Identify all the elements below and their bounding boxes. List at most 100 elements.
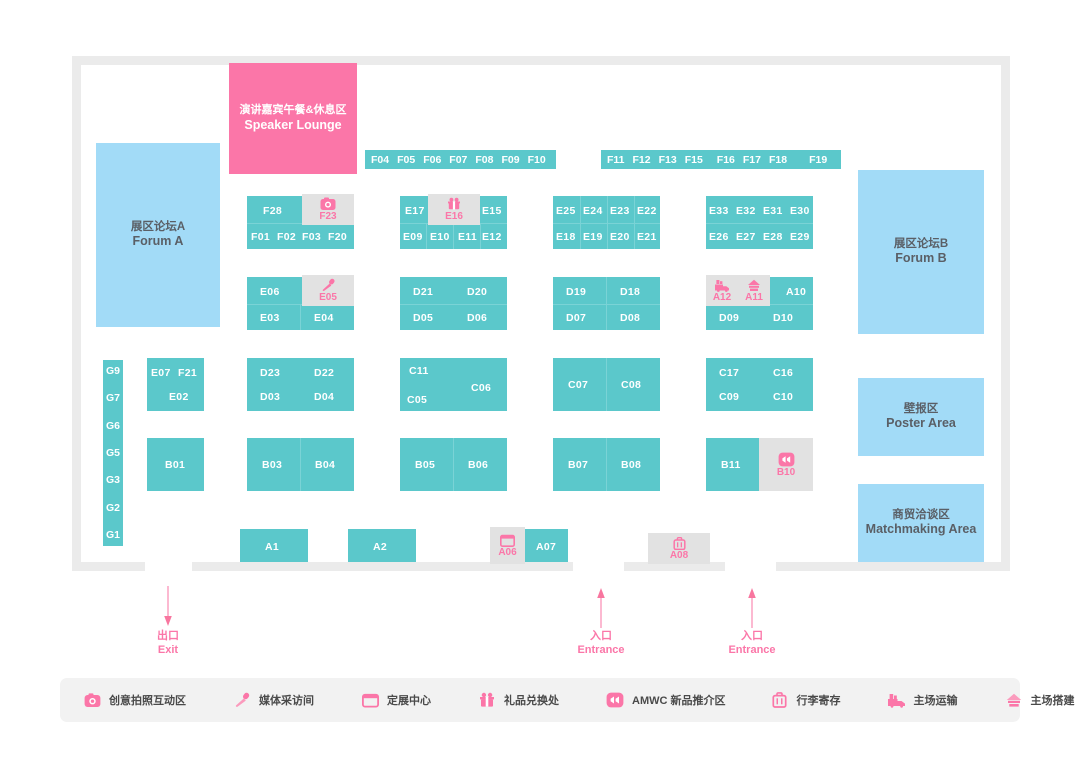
strip-booth-f15[interactable]: F15 [684, 153, 703, 166]
booth-d10[interactable]: D10 [773, 312, 794, 324]
strip-booth-g1[interactable]: G1 [105, 528, 120, 541]
strip-g-column[interactable]: G9 G7 G6 G5 G3 G2 G1 [103, 360, 123, 546]
service-e05[interactable]: E05 [302, 275, 354, 306]
area-forum-a[interactable]: 展区论坛A Forum A [96, 143, 220, 327]
booth-b03[interactable]: B03 [262, 459, 283, 471]
booth-e18[interactable]: E18 [556, 231, 576, 243]
booth-e04[interactable]: E04 [314, 312, 334, 324]
booth-e09[interactable]: E09 [403, 231, 423, 243]
booth-block-b1[interactable]: B01 [147, 438, 204, 491]
booth-c17[interactable]: C17 [719, 367, 740, 379]
strip-booth-g9[interactable]: G9 [105, 365, 120, 377]
legend-item-truck[interactable]: 主场运输 [887, 690, 958, 710]
service-e16[interactable]: E16 [428, 194, 480, 225]
booth-e02[interactable]: E02 [169, 391, 189, 403]
booth-e25[interactable]: E25 [556, 205, 576, 217]
booth-e31[interactable]: E31 [763, 205, 783, 217]
booth-f21[interactable]: F21 [178, 367, 197, 379]
booth-d18[interactable]: D18 [620, 286, 641, 298]
strip-booth-f05[interactable]: F05 [397, 153, 416, 166]
booth-f03[interactable]: F03 [302, 231, 321, 243]
booth-block-a1[interactable]: A1 [240, 529, 308, 562]
booth-c05[interactable]: C05 [407, 394, 428, 406]
booth-e17[interactable]: E17 [405, 205, 425, 217]
strip-booth-f12[interactable]: F12 [632, 153, 651, 166]
booth-block-b3[interactable]: B05 B06 [400, 438, 507, 491]
booth-c06[interactable]: C06 [471, 382, 492, 394]
strip-booth-f16[interactable]: F16 [716, 153, 735, 166]
booth-e20[interactable]: E20 [610, 231, 630, 243]
legend-item-build[interactable]: 主场搭建 [1004, 690, 1075, 710]
booth-b04[interactable]: B04 [315, 459, 336, 471]
strip-booth-g5[interactable]: G5 [105, 446, 120, 459]
booth-d09[interactable]: D09 [719, 312, 740, 324]
booth-block-c3[interactable]: C17 C16 C09 C10 [706, 358, 813, 411]
booth-e12[interactable]: E12 [482, 231, 502, 243]
booth-block-b5[interactable]: B11 [706, 438, 759, 491]
booth-block-a2[interactable]: A2 [348, 529, 416, 562]
booth-d19[interactable]: D19 [566, 286, 587, 298]
booth-b05[interactable]: B05 [415, 459, 436, 471]
booth-block-d4[interactable]: D23 D22 D03 D04 [247, 358, 354, 411]
booth-block-a07[interactable]: A07 [525, 529, 568, 562]
booth-block-c1[interactable]: C11 C06 C05 [400, 358, 507, 411]
strip-booth-g3[interactable]: G3 [105, 474, 120, 487]
service-a11[interactable]: A11 [738, 275, 770, 306]
service-a12[interactable]: A12 [706, 275, 738, 306]
booth-e27[interactable]: E27 [736, 231, 756, 243]
service-a08[interactable]: A08 [648, 533, 710, 564]
booth-a10[interactable]: A10 [786, 286, 807, 298]
strip-f-right[interactable]: F11 F12 F13 F15 F16 F17 F18 F19 [601, 150, 841, 169]
booth-c09[interactable]: C09 [719, 391, 740, 403]
strip-booth-f11[interactable]: F11 [607, 153, 625, 166]
booth-e19[interactable]: E19 [583, 231, 603, 243]
legend-item-gift[interactable]: 礼品兑换处 [477, 690, 559, 710]
legend-item-kiosk[interactable]: 定展中心 [360, 690, 431, 710]
booth-b07[interactable]: B07 [568, 459, 589, 471]
booth-f02[interactable]: F02 [277, 231, 296, 243]
booth-b06[interactable]: B06 [468, 459, 489, 471]
booth-c07[interactable]: C07 [568, 379, 589, 391]
booth-block-d1[interactable]: D21 D20 D05 D06 [400, 277, 507, 330]
booth-d22[interactable]: D22 [314, 367, 335, 379]
booth-e33[interactable]: E33 [709, 205, 729, 217]
service-b10[interactable]: B10 [759, 438, 813, 491]
strip-booth-f19[interactable]: F19 [809, 153, 828, 166]
booth-block-e2[interactable]: E25 E24 E23 E22 E18 E19 E20 E21 [553, 196, 660, 249]
booth-d23[interactable]: D23 [260, 367, 281, 379]
booth-e07[interactable]: E07 [151, 367, 171, 379]
booth-d20[interactable]: D20 [467, 286, 488, 298]
booth-c08[interactable]: C08 [621, 379, 642, 391]
booth-e26[interactable]: E26 [709, 231, 729, 243]
legend-item-microphone[interactable]: 媒体采访间 [232, 690, 314, 710]
booth-d08[interactable]: D08 [620, 312, 641, 324]
strip-booth-f13[interactable]: F13 [658, 153, 677, 166]
booth-f01[interactable]: F01 [251, 231, 270, 243]
booth-d03[interactable]: D03 [260, 391, 281, 403]
booth-e23[interactable]: E23 [610, 205, 630, 217]
service-a06[interactable]: A06 [490, 527, 525, 564]
booth-block-b4[interactable]: B07 B08 [553, 438, 660, 491]
booth-e11[interactable]: E11 [458, 231, 478, 243]
area-matchmaking[interactable]: 商贸洽谈区 Matchmaking Area [858, 484, 984, 562]
booth-a07[interactable]: A07 [536, 541, 557, 553]
booth-d07[interactable]: D07 [566, 312, 587, 324]
booth-a1[interactable]: A1 [265, 541, 280, 553]
booth-f20[interactable]: F20 [328, 231, 347, 243]
booth-e03[interactable]: E03 [260, 312, 280, 324]
booth-e24[interactable]: E24 [583, 205, 603, 217]
booth-block-ef[interactable]: E07 F21 E02 [147, 358, 204, 411]
booth-c16[interactable]: C16 [773, 367, 794, 379]
booth-e29[interactable]: E29 [790, 231, 810, 243]
strip-booth-f17[interactable]: F17 [742, 153, 761, 166]
legend-item-luggage[interactable]: 行李寄存 [770, 690, 841, 710]
booth-d21[interactable]: D21 [413, 286, 434, 298]
booth-e06[interactable]: E06 [260, 286, 280, 298]
legend-item-amwc[interactable]: AMWC 新品推介区 [605, 690, 726, 710]
booth-block-e3[interactable]: E33 E32 E31 E30 E26 E27 E28 E29 [706, 196, 813, 249]
booth-e30[interactable]: E30 [790, 205, 810, 217]
booth-b08[interactable]: B08 [621, 459, 642, 471]
booth-e15[interactable]: E15 [482, 205, 502, 217]
booth-block-c2[interactable]: C07 C08 [553, 358, 660, 411]
booth-d05[interactable]: D05 [413, 312, 434, 324]
